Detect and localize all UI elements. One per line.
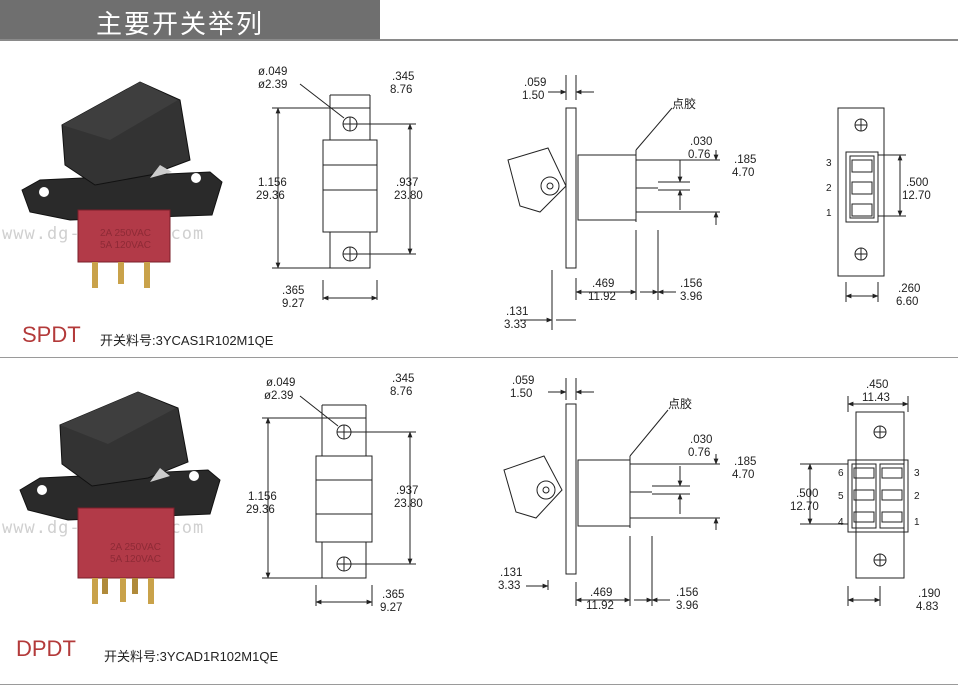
hole-dia-in: ø.049: [258, 66, 287, 78]
width-mm: 8.76: [390, 386, 412, 398]
product-print-line1: 2A 250VAC: [110, 542, 161, 553]
body-mm: 11.92: [586, 600, 614, 612]
body-mm: 11.92: [588, 291, 616, 303]
terminal-label: 2: [914, 491, 920, 502]
terminal-label: 2: [826, 183, 832, 194]
height-in: 1.156: [258, 177, 287, 189]
height-mm: 29.36: [246, 504, 275, 516]
pin-len-mm: 3.96: [676, 600, 698, 612]
pin-in: .030: [690, 136, 712, 148]
hole-dia-mm: ø2.39: [264, 390, 293, 402]
height-mm: 29.36: [256, 190, 285, 202]
terminal-label: 1: [826, 208, 832, 219]
back-width-mm: 4.83: [916, 601, 938, 613]
hole-dia-in: ø.049: [266, 377, 295, 389]
back-pitch-mm: 12.70: [790, 501, 819, 513]
pin-pitch-in: .185: [734, 154, 756, 166]
terminal-label: 3: [914, 468, 920, 479]
offset-mm: 3.33: [504, 319, 526, 331]
span-mm: 23.80: [394, 190, 423, 202]
height-in: 1.156: [248, 491, 277, 503]
terminal-label: 3: [826, 158, 832, 169]
offset-mm: 3.33: [498, 580, 520, 592]
body-in: .469: [592, 278, 614, 290]
part-number-dpdt: 开关料号:3YCAD1R102M1QE: [104, 649, 279, 664]
width-in: .345: [392, 71, 414, 83]
offset-in: .131: [506, 306, 528, 318]
bottom-divider: [0, 684, 958, 685]
glue-label: 点胶: [668, 396, 692, 411]
terminal-label: 4: [838, 517, 844, 528]
base-in: .365: [282, 285, 304, 297]
section-divider: [0, 357, 958, 358]
width-in: .345: [392, 373, 414, 385]
back-view-spdt: [837, 107, 906, 302]
pin-len-mm: 3.96: [680, 291, 702, 303]
flange-in: .059: [512, 375, 534, 387]
part-number-spdt: 开关料号:3YCAS1R102M1QE: [100, 333, 274, 348]
glue-label: 点胶: [672, 96, 696, 111]
header-line: [0, 39, 958, 41]
terminal-label: 6: [838, 468, 844, 479]
pin-mm: 0.76: [688, 149, 710, 161]
product-print-line2: 5A 120VAC: [100, 240, 151, 251]
back-pitch-in: .500: [906, 177, 928, 189]
product-print-line2: 5A 120VAC: [110, 554, 161, 565]
back-pitch-mm: 12.70: [902, 190, 931, 202]
offset-in: .131: [500, 567, 522, 579]
pin-pitch-in: .185: [734, 456, 756, 468]
span-in: .937: [396, 485, 418, 497]
base-mm: 9.27: [282, 298, 304, 310]
type-label-dpdt: DPDT: [16, 636, 76, 661]
pin-in: .030: [690, 434, 712, 446]
product-print-line1: 2A 250VAC: [100, 228, 151, 239]
pin-pitch-mm: 4.70: [732, 469, 754, 481]
pin-len-in: .156: [680, 278, 702, 290]
terminal-label: 1: [914, 517, 920, 528]
terminal-label: 5: [838, 491, 844, 502]
header-bar: [0, 0, 380, 40]
back-width-in: .260: [898, 283, 920, 295]
side-view-dpdt: [503, 378, 720, 606]
back-view-dpdt: [800, 396, 909, 606]
base-mm: 9.27: [380, 602, 402, 614]
span-mm: 23.80: [394, 498, 423, 510]
front-view-dpdt: [262, 395, 416, 606]
switch-photo-spdt: 2A 250VAC 5A 120VAC: [21, 81, 223, 288]
back-width-mm: 6.60: [896, 296, 918, 308]
switch-photo-dpdt: 2A 250VAC 5A 120VAC: [19, 391, 221, 604]
back-width-in: .190: [918, 588, 940, 600]
back-pitch-in: .500: [796, 488, 818, 500]
back-width-top-in: .450: [866, 379, 888, 391]
back-width-top-mm: 11.43: [862, 392, 890, 404]
pin-len-in: .156: [676, 587, 698, 599]
pin-pitch-mm: 4.70: [732, 167, 754, 179]
front-view-spdt: [272, 83, 416, 301]
flange-mm: 1.50: [510, 388, 532, 400]
flange-mm: 1.50: [522, 90, 544, 102]
base-in: .365: [382, 589, 404, 601]
body-in: .469: [590, 587, 612, 599]
type-label-spdt: SPDT: [22, 322, 81, 347]
hole-dia-mm: ø2.39: [258, 79, 287, 91]
width-mm: 8.76: [390, 84, 412, 96]
span-in: .937: [396, 177, 418, 189]
flange-in: .059: [524, 77, 546, 89]
page-title: 主要开关举列: [96, 10, 265, 40]
side-view-spdt: [507, 75, 720, 330]
pin-mm: 0.76: [688, 447, 710, 459]
